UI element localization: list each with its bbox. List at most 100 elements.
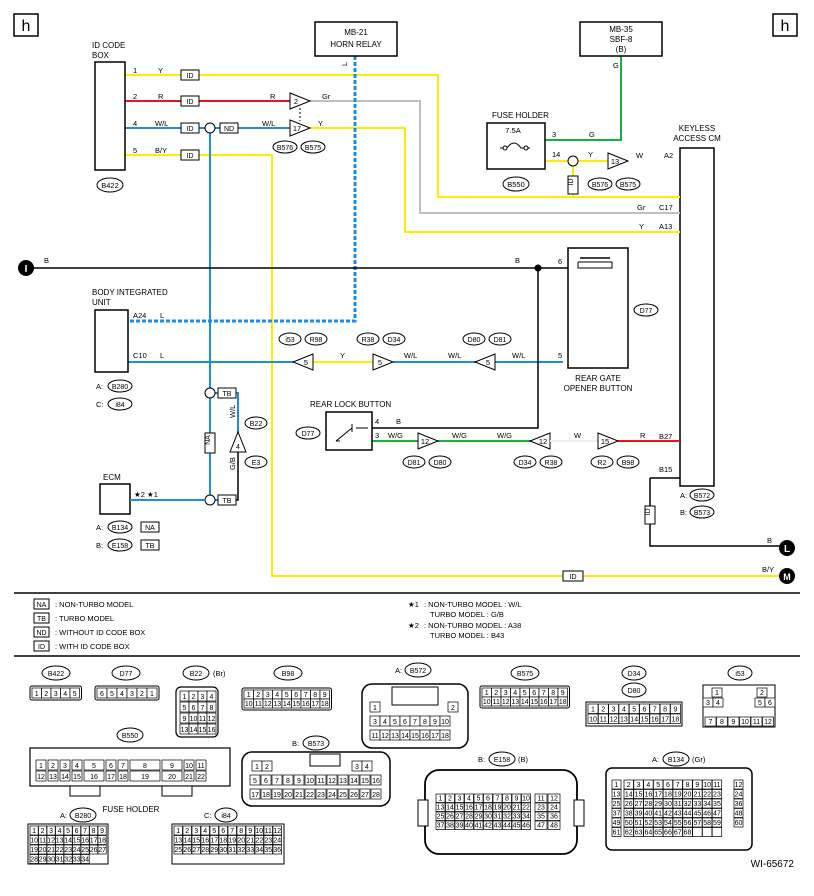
connector-pin-number: 1 (715, 690, 719, 697)
connector-pin (47, 770, 59, 782)
connector-pin-number: 52 (644, 820, 652, 827)
connector-pin (97, 825, 107, 836)
connector-pin (764, 697, 776, 708)
connector-pin-number: 10 (255, 828, 263, 835)
connector-pin-number: 36 (735, 801, 743, 808)
wire-color-label: G (589, 130, 595, 139)
connector-pin-number: 34 (703, 801, 711, 808)
splice-ref: R98 (310, 337, 323, 344)
connector-pin-number: 13 (174, 838, 182, 845)
connector-pin (464, 820, 474, 830)
wire-color-label: B (396, 417, 401, 426)
pin-label: 5 (558, 351, 562, 360)
connector-pin-number: 18 (98, 838, 106, 845)
connector-pin-number: 3 (637, 782, 641, 789)
splice-ref: B22 (250, 421, 263, 428)
connector-pin-number: 18 (672, 717, 680, 724)
connector-pin (337, 788, 349, 800)
connector-prefix: A: (652, 755, 659, 764)
connector-pin-number: 6 (768, 700, 772, 707)
connector-pin-number: 48 (550, 823, 558, 830)
connector-pin (733, 789, 744, 799)
wire-color-label: Y (588, 150, 593, 159)
fuse-holder-label: FUSE HOLDER (492, 111, 549, 120)
wire-b-right (649, 478, 780, 547)
connector-pin-number: 18 (664, 792, 672, 799)
connector-pin-number: 13 (620, 717, 628, 724)
connector-pin-number: 9 (561, 690, 565, 697)
connector-pin-number: 10 (185, 763, 193, 770)
connector-pin-number: 15 (199, 727, 207, 734)
connector-pin-number: 17 (661, 717, 669, 724)
note-text: : NON-TURBO MODEL : A38 (424, 621, 521, 630)
connector-pin (209, 825, 219, 836)
id-tag: ID (187, 153, 194, 160)
connector-pin-number: 23 (713, 792, 721, 799)
connector-pin-number: 37 (437, 823, 445, 830)
connector-pin-number: 25 (613, 801, 621, 808)
connector-pin (511, 802, 522, 812)
connector-pin-number: 35 (713, 801, 721, 808)
connector-pin-number: 3 (194, 828, 198, 835)
connector-pin-number: 1 (439, 796, 443, 803)
connector-pin (254, 825, 264, 836)
connector-pin-number: 2 (185, 828, 189, 835)
connector-pin-number: 12 (208, 716, 216, 723)
connector-pin-number: 32 (237, 847, 245, 854)
connector-pin-number: 6 (486, 796, 490, 803)
na-tag: NA (205, 435, 212, 445)
pin-label: 4 (375, 417, 379, 426)
connector-pin (359, 774, 371, 786)
connector-pin-number: 15 (292, 701, 300, 708)
connector-pin-number: 4 (63, 691, 67, 698)
connector-pin-number: 24 (273, 838, 281, 845)
connector-pin (35, 759, 47, 771)
connector-pin (236, 825, 246, 836)
ground-label-i: I (25, 264, 28, 275)
splice-num: 2 (294, 97, 298, 106)
connector-pin-number: 3 (130, 691, 134, 698)
connector-pin-number: 22 (703, 792, 711, 799)
connector-suffix: (Gr) (692, 755, 706, 764)
id-tag: ID (187, 99, 194, 106)
legend-text: : WITH ID CODE BOX (55, 642, 130, 651)
id-code-box-connector: B422 (101, 181, 119, 190)
connector-pin-number: 35 (537, 814, 545, 821)
ground-i: I B B (18, 256, 542, 276)
wire-color-label: G/B (228, 457, 237, 470)
connector-pin (69, 687, 80, 699)
connector-pin-number: 11 (537, 796, 544, 803)
connector-pin (473, 811, 484, 821)
connector-pin (245, 825, 255, 836)
connector-pin-number: 23 (264, 838, 272, 845)
connector-pin (191, 835, 201, 845)
body-integrated-unit: BODY INTEGRATED UNIT A24 C10 L L A: B280… (92, 288, 168, 411)
connector-pin (511, 811, 522, 821)
connector-pin (534, 802, 548, 812)
connector-pin (502, 811, 512, 821)
connector-pin-number: 48 (735, 811, 743, 818)
connector-pin-number: 16 (90, 774, 98, 781)
corner-label-right: h (781, 18, 790, 35)
connector-pin-number: 10 (703, 782, 711, 789)
connector-pin-number: 68 (684, 830, 692, 837)
connector-label: B575 (517, 671, 533, 678)
connector-pin-number: 5 (285, 692, 289, 699)
connector-pin-number: 34 (81, 857, 89, 864)
connector-pin (254, 844, 264, 855)
connector-pin (611, 808, 622, 818)
pin-label: 3 (552, 130, 556, 139)
connector-pin-number: 11 (255, 701, 262, 708)
connector-pin-number: 6 (666, 782, 670, 789)
note-text: TURBO MODEL : G/B (430, 610, 504, 619)
connector-pin-number: 3 (504, 690, 508, 697)
connector-pin-number: 42 (484, 823, 492, 830)
connector-pin-number: 20 (684, 792, 692, 799)
connector-pin-number: 19 (30, 847, 38, 854)
connector-pin-number: 26 (446, 814, 454, 821)
connector-pin-number: 40 (465, 823, 473, 830)
connector-pin-number: 8 (313, 692, 317, 699)
corner-marker-left: h (13, 13, 39, 37)
